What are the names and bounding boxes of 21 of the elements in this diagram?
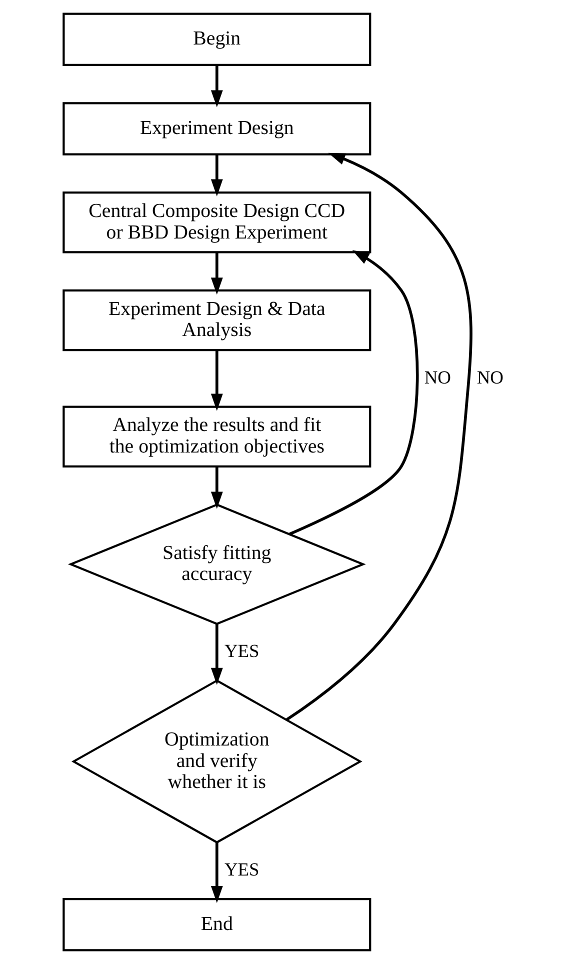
arrow	[210, 466, 222, 509]
edge-label: NO	[476, 367, 504, 388]
node-box: Analyze the results and fit the optimization objectives	[62, 406, 371, 468]
node-box: End	[62, 898, 371, 952]
arrow	[210, 624, 222, 685]
arrow	[210, 842, 222, 904]
edge-label: NO	[424, 367, 451, 388]
node-box: Central Composite Design CCD or BBD Design Experiment	[62, 192, 371, 254]
node-diamond: Optimization and verify whether it is	[70, 679, 362, 844]
arrow	[288, 250, 418, 536]
arrow	[210, 154, 222, 196]
node-diamond: Satisfy fitting accuracy	[67, 504, 366, 626]
arrow	[210, 350, 222, 411]
edge-label: YES	[224, 641, 259, 662]
node-box: Experiment Design & Data Analysis	[62, 289, 371, 352]
edge-label: YES	[224, 860, 259, 880]
node-box: Begin	[62, 12, 371, 66]
arrow	[210, 65, 222, 108]
arrow	[286, 152, 472, 721]
node-box: Experiment Design	[62, 102, 371, 156]
arrow	[210, 252, 222, 295]
